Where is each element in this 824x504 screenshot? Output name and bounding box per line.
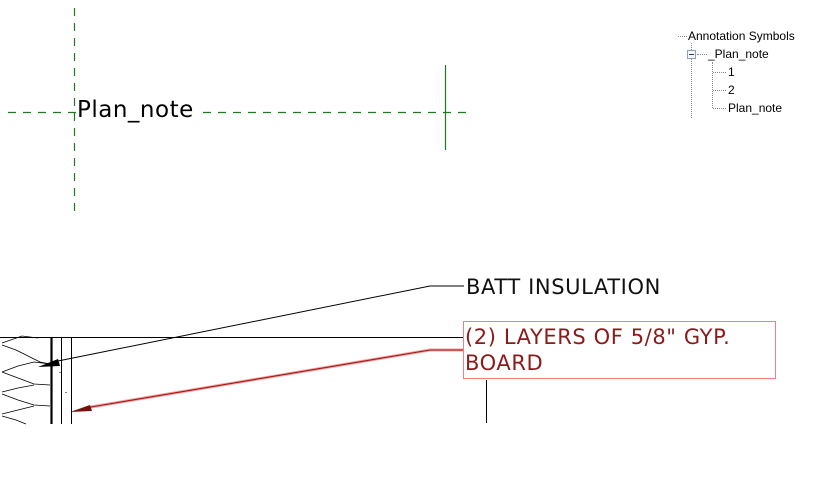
gyp-board-leader[interactable]	[70, 348, 464, 412]
tree-connector	[697, 54, 707, 55]
tree-connector	[713, 90, 726, 91]
collapse-icon[interactable]	[687, 50, 696, 59]
tree-node-plan-note-family[interactable]: _Plan_note	[708, 47, 769, 61]
tree-node-type-2[interactable]: 2	[728, 83, 735, 97]
tree-node-type-1[interactable]: 1	[728, 65, 735, 79]
tree-node-type-plan-note[interactable]: Plan_note	[728, 101, 783, 115]
tree-connector	[713, 72, 726, 73]
tree-connector	[712, 62, 713, 108]
tree-node-annotation-symbols[interactable]: Annotation Symbols	[688, 29, 795, 43]
plan-note-label: Plan_note	[77, 97, 194, 123]
tree-connector	[678, 36, 687, 37]
gyp-board-note-line-1[interactable]: (2) LAYERS OF 5/8" GYP.	[465, 325, 730, 349]
tree-connector	[691, 43, 692, 118]
batt-insulation-note[interactable]: BATT INSULATION	[466, 275, 661, 299]
project-browser-tree: Annotation Symbols _Plan_note 1 2 Plan_n…	[672, 26, 822, 126]
gyp-board-note-line-2[interactable]: BOARD	[465, 351, 543, 375]
batt-insulation-hatch	[1, 335, 51, 425]
batt-insulation-leader[interactable]	[38, 285, 464, 367]
tree-connector	[713, 108, 726, 109]
selected-note-box[interactable]	[463, 321, 776, 379]
wall-section	[0, 335, 464, 425]
